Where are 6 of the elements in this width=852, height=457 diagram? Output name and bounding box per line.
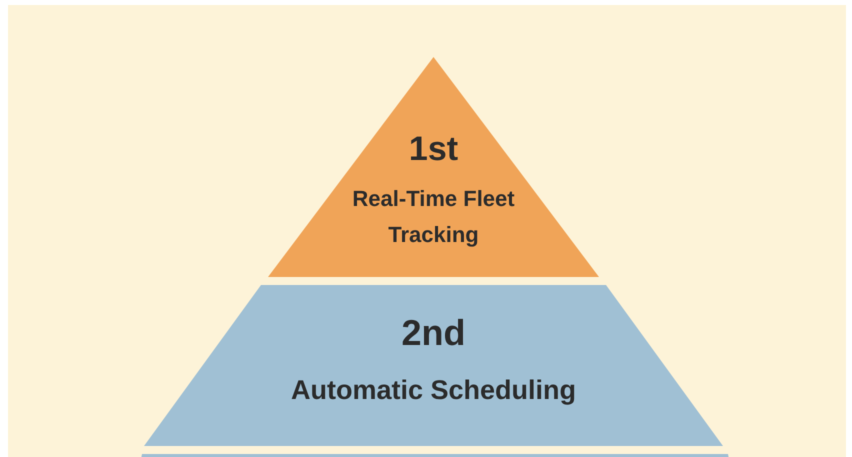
- pyramid-level: [144, 285, 723, 446]
- pyramid-level: [268, 57, 599, 277]
- level-rank: 2nd: [401, 311, 466, 355]
- level-label: Real-Time Fleet Tracking: [351, 185, 516, 249]
- level-rank: 1st: [408, 129, 458, 169]
- level-label: Automatic Scheduling: [290, 374, 576, 407]
